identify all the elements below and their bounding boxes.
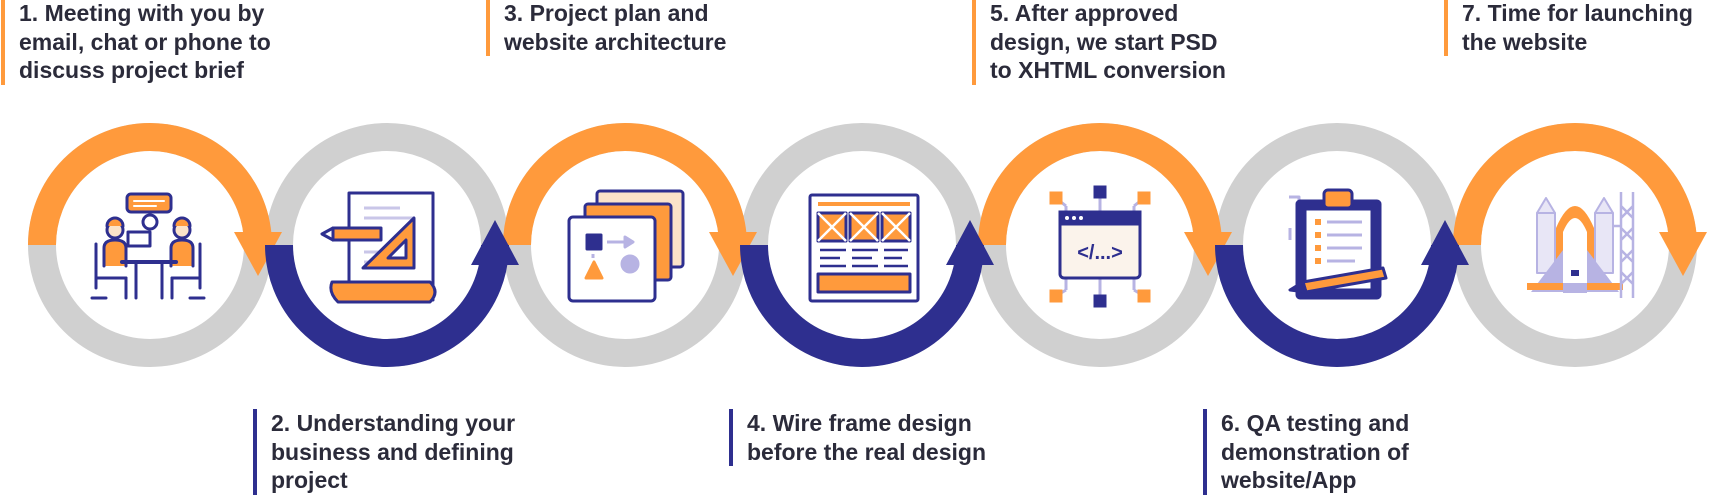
arrowhead-3	[709, 232, 757, 276]
step-4-label: 4. Wire frame design before the real des…	[729, 409, 999, 466]
arrowhead-4	[946, 220, 994, 265]
step-3-label: 3. Project plan and website architecture	[486, 0, 756, 56]
navy-arrowheads	[471, 220, 1469, 265]
step-7-label: 7. Time for launching the website	[1444, 0, 1714, 56]
rocket-icon	[1527, 192, 1635, 298]
arrowhead-6	[1421, 220, 1469, 265]
wireframe-icon	[808, 193, 920, 303]
arrowhead-2	[471, 220, 519, 265]
layers-plan-icon	[567, 189, 685, 303]
speech-bubble	[125, 192, 173, 214]
arrowhead-1	[234, 232, 282, 276]
meeting-icon	[90, 192, 206, 300]
arc-1	[28, 123, 272, 246]
arc-5	[978, 123, 1222, 246]
arrowhead-5	[1184, 232, 1232, 276]
orange-arrowheads	[234, 232, 1707, 276]
code-glyph: </...>	[1077, 242, 1123, 264]
arc-2	[265, 244, 509, 367]
navy-arcs	[265, 244, 1459, 367]
orange-arcs	[28, 123, 1697, 246]
arc-6	[1215, 244, 1459, 367]
step-1-label: 1. Meeting with you by email, chat or ph…	[1, 0, 271, 85]
arc-4	[740, 244, 984, 367]
step-2-label: 2. Understanding your business and defin…	[253, 409, 523, 495]
code-window-icon: </...>	[1049, 185, 1151, 308]
clipboard-checklist-icon	[1288, 188, 1388, 300]
arc-3	[503, 123, 747, 246]
step-5-label: 5. After approved design, we start PSD t…	[972, 0, 1242, 85]
arrowhead-7	[1659, 232, 1707, 276]
document-ruler-icon	[320, 191, 437, 304]
arc-7	[1453, 123, 1697, 246]
step-6-label: 6. QA testing and demonstration of websi…	[1203, 409, 1473, 495]
